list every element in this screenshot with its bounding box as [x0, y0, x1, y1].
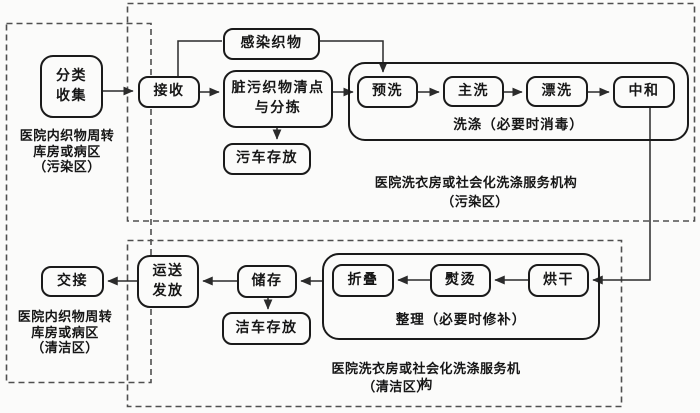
arrow-neutralize-to-dry — [592, 108, 651, 285]
zone-border-laundry-dirty — [126, 2, 696, 222]
zone-label-laundry-clean-area: （清洁区） — [362, 379, 430, 394]
zone-label-laundry-clean-name: 医院洗衣房或社会化洗涤服务机构 — [331, 361, 521, 392]
finishing-group-container: 整理（必要时修补） — [322, 253, 600, 340]
node-main-wash: 主洗 — [443, 76, 504, 107]
finishing-group-label: 整理（必要时修补） — [395, 312, 527, 327]
washing-group-container: 洗涤（必要时消毒） — [348, 62, 689, 141]
node-receive: 接收 — [138, 76, 200, 108]
zone-label-laundry-dirty-area: （污染区） — [441, 194, 509, 209]
node-handover: 交接 — [41, 266, 104, 297]
node-neutralize: 中和 — [613, 76, 675, 108]
washing-group-label: 洗涤（必要时消毒） — [453, 117, 584, 132]
zone-border-turnover-storeroom — [5, 22, 152, 384]
node-dry: 烘干 — [528, 264, 589, 297]
node-transport-issue: 运送 发放 — [137, 255, 199, 308]
zone-label-laundry-dirty-name: 医院洗衣房或社会化洗涤服务机构 — [374, 175, 578, 190]
node-iron: 熨烫 — [430, 264, 491, 297]
node-prewash: 预洗 — [357, 76, 418, 108]
node-store: 储存 — [237, 265, 297, 298]
node-dirty-cart-storage: 污车存放 — [223, 143, 311, 175]
node-sort-collect: 分类 收集 — [40, 55, 103, 118]
node-rinse: 漂洗 — [526, 76, 588, 107]
node-fold: 折叠 — [332, 264, 394, 297]
zone-label-turnover-clean: 医院内织物周转 库房或病区 （清洁区） — [17, 309, 113, 355]
node-infected-textile: 感染织物 — [223, 28, 320, 60]
zone-label-turnover-dirty: 医院内织物周转 库房或病区 （污染区） — [19, 128, 115, 174]
arrow-infected-to-prewash — [320, 40, 388, 73]
node-count-and-sort: 脏污织物清点 与分拣 — [223, 70, 333, 128]
node-clean-cart-storage: 洁车存放 — [222, 312, 311, 345]
line-receive-to-infected — [177, 40, 222, 76]
